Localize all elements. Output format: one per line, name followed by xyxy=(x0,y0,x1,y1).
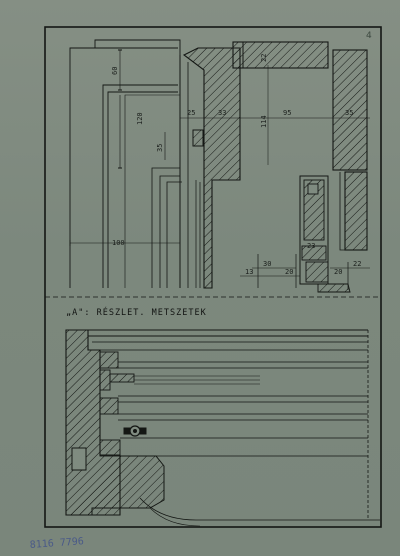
dim-23: 23 xyxy=(307,242,315,250)
dim-22-top: 22 xyxy=(260,54,268,62)
dim-20-right: 20 xyxy=(334,268,342,276)
upper-dimension-labels: 60 120 35 100 22 25 33 95 35 114 13 30 2… xyxy=(111,54,361,276)
page-number: 4 xyxy=(366,31,372,41)
upper-section-drawing xyxy=(69,39,370,293)
dim-22-bottom: 22 xyxy=(353,260,361,268)
dim-33: 33 xyxy=(218,109,226,117)
dim-30: 30 xyxy=(263,260,271,268)
dim-25: 25 xyxy=(187,109,195,117)
dim-35-left: 35 xyxy=(156,144,164,152)
dim-95: 95 xyxy=(283,109,291,117)
dim-100: 100 xyxy=(112,239,125,247)
archive-stamp: 8116 7796 xyxy=(29,536,84,551)
drawing-frame xyxy=(44,26,382,528)
dim-114: 114 xyxy=(260,115,268,128)
dim-60: 60 xyxy=(111,67,119,75)
dim-35-right: 35 xyxy=(345,109,353,117)
dim-13: 13 xyxy=(245,268,253,276)
handle-hardware xyxy=(123,425,147,437)
section-title: „A": RÉSZLET. METSZETEK xyxy=(66,306,207,318)
dim-120: 120 xyxy=(136,112,144,125)
lower-section-drawing xyxy=(65,329,380,527)
dim-20-left: 20 xyxy=(285,268,293,276)
